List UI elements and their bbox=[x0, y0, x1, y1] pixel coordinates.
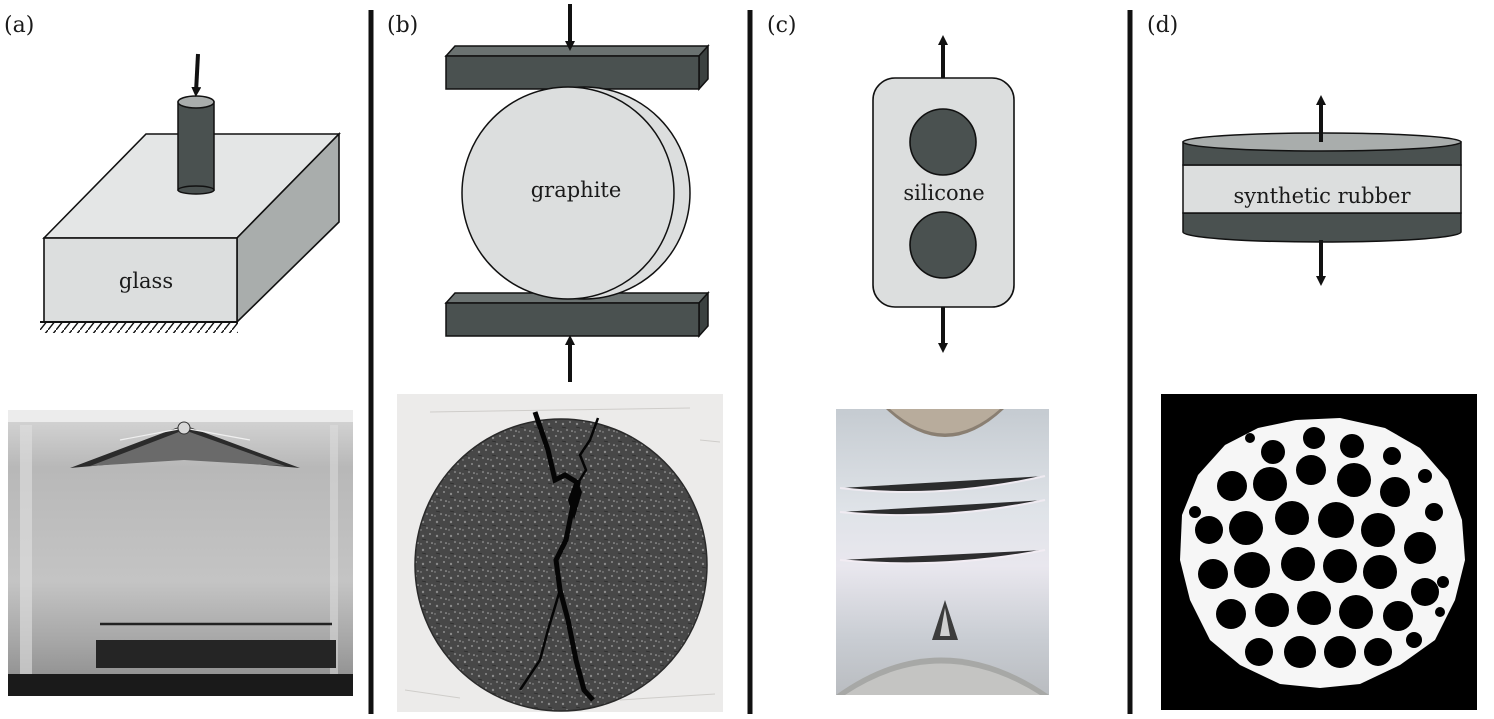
panel-label-d: (d) bbox=[1147, 13, 1178, 38]
material-label-synthetic-rubber: synthetic rubber bbox=[1233, 184, 1411, 208]
panel-c: (c) silicone bbox=[767, 13, 1049, 695]
grip-hole-top bbox=[909, 108, 977, 176]
panel-b: (b) graphite bbox=[387, 4, 723, 712]
synthetic-rubber-specimen: synthetic rubber bbox=[1182, 132, 1462, 243]
material-label-graphite: graphite bbox=[531, 178, 622, 202]
panel-label-b: (b) bbox=[387, 13, 418, 38]
panel-a: (a) glass bbox=[4, 13, 353, 696]
grip-hole-bottom bbox=[909, 211, 977, 279]
indenter bbox=[177, 95, 215, 195]
photo-glass-cone-crack bbox=[8, 410, 353, 696]
silicone-specimen: silicone bbox=[872, 77, 1015, 308]
top-platen bbox=[444, 44, 710, 91]
panel-label-c: (c) bbox=[767, 13, 797, 38]
material-label-silicone: silicone bbox=[903, 181, 984, 205]
photo-silicone-crack-tip bbox=[836, 409, 1049, 695]
photo-graphite-disk-crack bbox=[397, 394, 723, 712]
panel-d: (d) synthetic rubber bbox=[1147, 13, 1477, 710]
graphite-disk: graphite bbox=[461, 86, 691, 300]
photo-rubber-cavitation bbox=[1161, 394, 1477, 710]
panel-label-a: (a) bbox=[4, 13, 34, 38]
force-arrow-a bbox=[191, 53, 202, 97]
material-label-glass: glass bbox=[119, 269, 173, 293]
